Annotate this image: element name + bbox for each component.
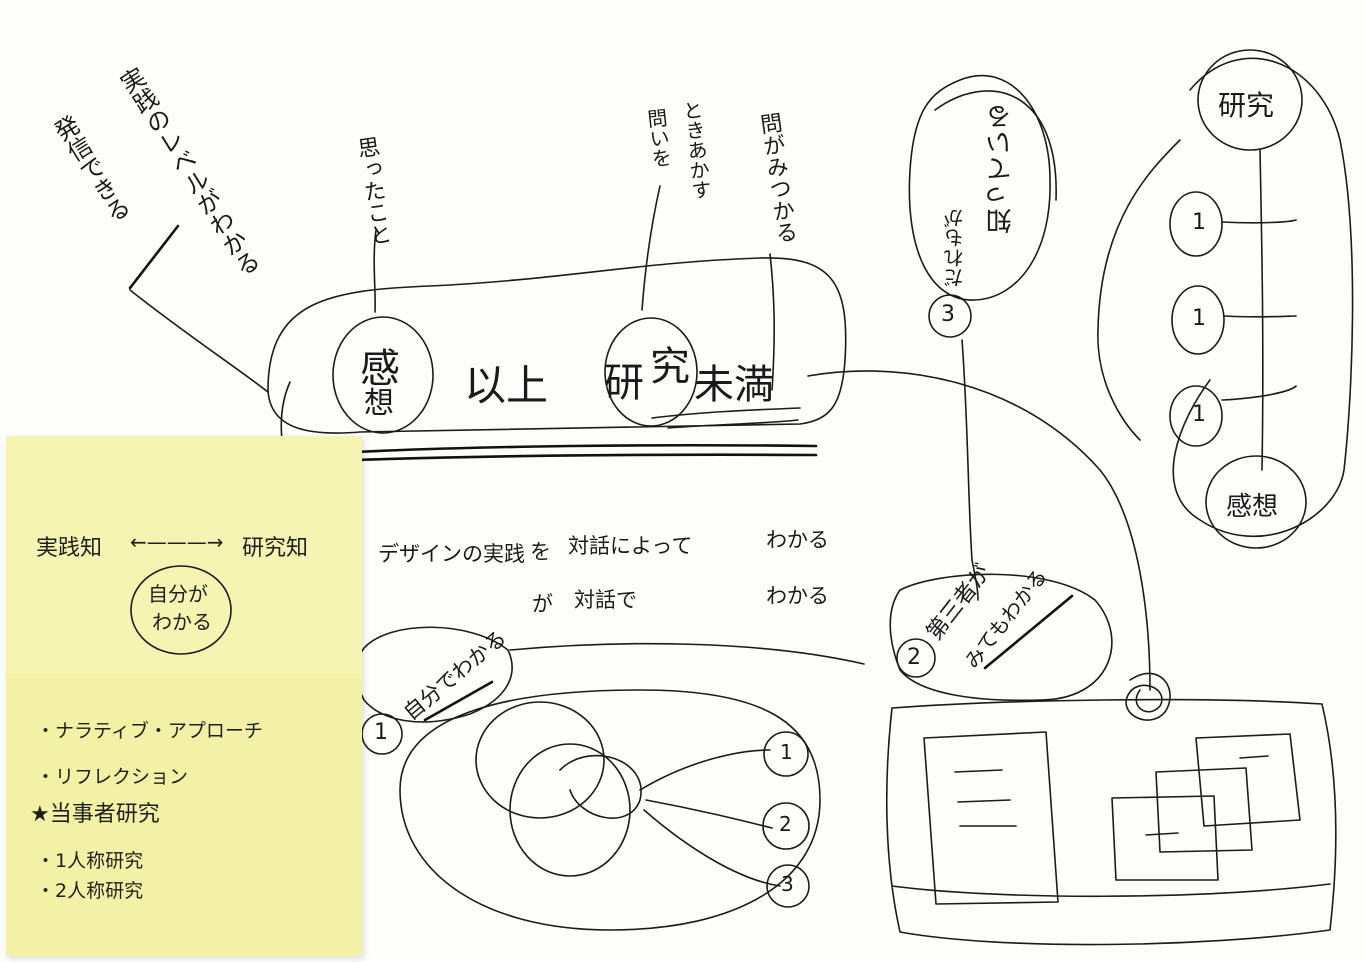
sticky-item-second-person: ・2人称研究	[36, 880, 144, 902]
central-enclosure	[267, 257, 847, 434]
circle-kansou-right	[1205, 455, 1307, 549]
circle-kenkyuu	[604, 317, 698, 427]
node3-label-a: だれもが	[943, 208, 967, 288]
sticky-note-lower-shade	[6, 674, 362, 956]
node2-number: 2	[907, 645, 921, 670]
mid-line2-c: わかる	[766, 584, 829, 608]
circle-num-1	[361, 713, 403, 755]
central-sou: 想	[364, 386, 394, 421]
central-kyuu: 究	[650, 344, 690, 390]
node3-label-b: 知っている	[986, 104, 1016, 234]
circle-num-3	[928, 294, 972, 338]
right-one-b: 1	[1192, 306, 1206, 331]
sticky-arrow: ←———→	[130, 530, 224, 554]
sticky-center-a: 自分が	[148, 582, 208, 606]
central-miman: 未満	[694, 362, 774, 408]
right-column-loop	[1172, 57, 1354, 538]
sticky-center-circle	[130, 565, 232, 655]
right-kenkyuu: 研究	[1218, 89, 1275, 122]
central-kan: 感	[360, 346, 400, 392]
central-ijou: 以上	[464, 361, 549, 410]
sticky-item-tojisha: ★当事者研究	[30, 802, 160, 827]
sticky-center-b: わかる	[152, 610, 212, 634]
right-one-a: 1	[1192, 210, 1206, 235]
circle-kansou	[332, 316, 434, 434]
blob-node-3	[908, 74, 1051, 301]
circle-num-2	[896, 638, 936, 678]
mid-line1-c: 対話によって	[568, 534, 693, 558]
circle-small-3	[766, 864, 810, 908]
label-toi-wo: 問いを	[642, 106, 674, 170]
small-node-2: 2	[779, 812, 792, 836]
sticky-kenkyuuchi: 研究知	[242, 536, 309, 561]
sticky-jissenchi: 実践知	[36, 536, 103, 561]
sticky-item-first-person: ・1人称研究	[36, 850, 144, 872]
circle-small-1	[763, 731, 809, 777]
sticky-item-reflection: ・リフレクション	[36, 766, 189, 788]
circle-one-a	[1169, 191, 1223, 257]
document-shape	[923, 731, 1059, 905]
mid-line1-d: わかる	[766, 528, 829, 552]
circle-one-b	[1171, 285, 1225, 355]
loop-shape	[399, 689, 821, 931]
mid-line2-b: 対話で	[574, 588, 637, 612]
node3-number: 3	[941, 302, 955, 327]
right-kansou: 感想	[1226, 492, 1279, 522]
mid-line1-b: を	[530, 540, 551, 564]
right-one-c: 1	[1192, 402, 1206, 427]
mid-line2-a: が	[532, 592, 553, 616]
small-node-1: 1	[780, 740, 793, 764]
circle-kenkyuu-right	[1197, 49, 1303, 151]
circle-small-2	[762, 802, 810, 850]
sticky-item-narrative: ・ナラティブ・アプローチ	[36, 720, 263, 742]
sticky-note: 実践知 ←———→ 研究知 自分が わかる ・ナラティブ・アプローチ ・リフレク…	[6, 436, 362, 956]
central-ken: 研	[604, 360, 644, 406]
mid-line1-a: デザインの実践	[378, 542, 525, 566]
double-underline	[353, 443, 818, 454]
circle-one-c	[1169, 385, 1223, 447]
node1-number: 1	[374, 720, 388, 745]
small-node-3: 3	[781, 872, 794, 896]
